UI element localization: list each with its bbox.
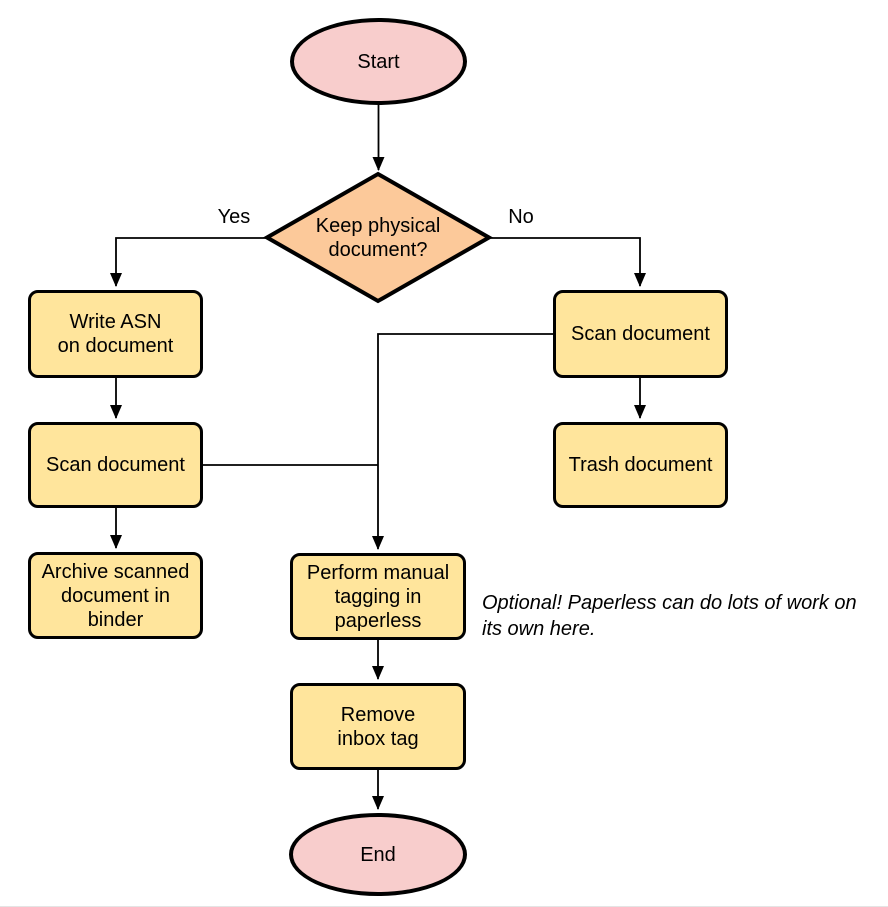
node-remove-inbox-tag: Remove inbox tag <box>290 683 466 770</box>
node-remove-inbox-tag-label: Remove inbox tag <box>337 703 419 750</box>
node-end-label: End <box>360 843 396 866</box>
node-scan-document-left: Scan document <box>28 422 203 508</box>
node-manual-tagging: Perform manual tagging in paperless <box>290 553 466 640</box>
edge-decision-write-asn <box>110 237 267 287</box>
edge-label-no: No <box>508 206 534 228</box>
node-archive-binder-label: Archive scanned document in binder <box>41 560 190 631</box>
node-end: End <box>289 813 467 896</box>
node-manual-tagging-label: Perform manual tagging in paperless <box>306 561 450 632</box>
node-start: Start <box>290 18 467 105</box>
node-archive-binder: Archive scanned document in binder <box>28 552 203 639</box>
node-decision: Keep physical document? <box>278 174 478 302</box>
node-start-label: Start <box>357 50 400 73</box>
node-scan-document-right-label: Scan document <box>571 323 710 345</box>
edge-label-yes: Yes <box>217 206 251 228</box>
node-scan-document-left-label: Scan document <box>46 454 185 476</box>
node-write-asn-label: Write ASN on document <box>57 311 174 357</box>
node-write-asn: Write ASN on document <box>28 290 203 378</box>
node-scan-document-right: Scan document <box>553 290 728 378</box>
node-decision-shape <box>262 171 494 304</box>
annotation-text: Optional! Paperless can do lots of work … <box>482 592 857 640</box>
node-decision-label: Keep physical document? <box>315 215 441 261</box>
node-trash-document: Trash document <box>553 422 728 508</box>
edge-decision-scan-right <box>489 237 646 287</box>
node-trash-document-label: Trash document <box>568 454 713 476</box>
edge-scan-right-tagging <box>372 333 553 550</box>
